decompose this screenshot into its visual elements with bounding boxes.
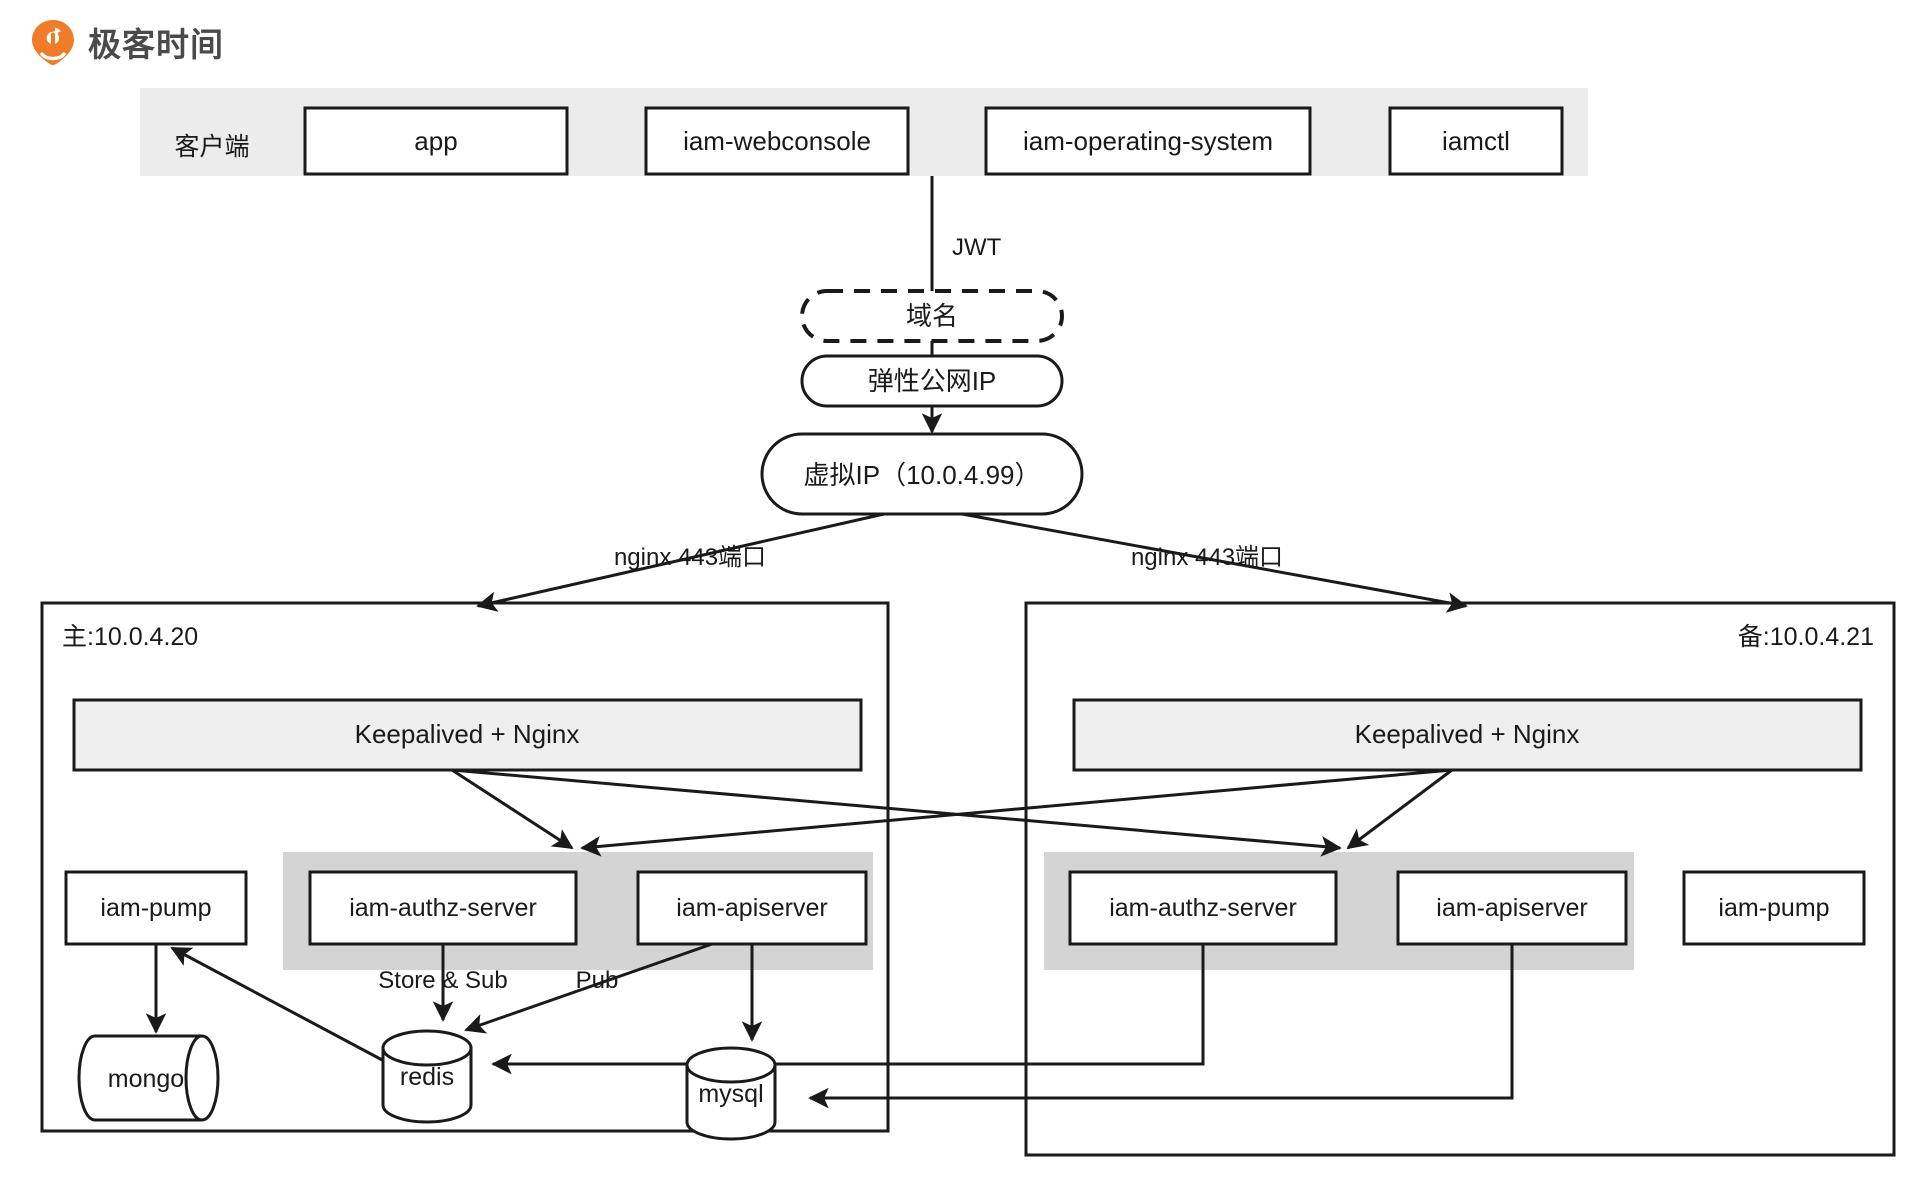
store-mysql[interactable]: mysql: [685, 1046, 777, 1141]
service-label-primary-iam-apiserver: iam-apiserver: [676, 894, 827, 922]
edge-label-jwt: JWT: [952, 234, 1002, 261]
client-label-app: app: [414, 126, 457, 156]
service-box-primary-iam-authz-server[interactable]: [308, 870, 578, 946]
edge-vip-to-backup: [961, 512, 1468, 613]
service-label-primary-iam-pump: iam-pump: [100, 894, 211, 922]
store-label-mysql: mysql: [698, 1080, 763, 1108]
store-label-mongo: mongo: [108, 1065, 184, 1093]
edge-primary-apiserver-to-redis-pub: [464, 942, 713, 1034]
edge-label-nginx-left: nginx 443端口: [614, 544, 766, 571]
service-box-backup-iam-pump[interactable]: [1682, 870, 1866, 946]
gateway-label-backup: Keepalived + Nginx: [1355, 719, 1580, 749]
edge-label-nginx-right: nginx 443端口: [1131, 544, 1283, 571]
node-label-virtual-ip: 虚拟IP（10.0.4.99）: [804, 460, 1041, 490]
edge-vip-to-primary: [476, 512, 885, 612]
edge-label-pub: Pub: [576, 967, 619, 994]
store-label-redis: redis: [400, 1063, 454, 1091]
service-label-backup-iam-authz-server: iam-authz-server: [1109, 894, 1297, 922]
edge-primary-gateway-to-backup-services: [451, 768, 1342, 857]
client-label-iamctl: iamctl: [1442, 126, 1510, 156]
node-label-public-ip: 弹性公网IP: [868, 366, 997, 396]
host-container-backup: [1024, 601, 1896, 1157]
client-label-iam-webconsole: iam-webconsole: [683, 126, 871, 156]
service-box-backup-iam-authz-server[interactable]: [1068, 870, 1338, 946]
service-label-backup-iam-apiserver: iam-apiserver: [1436, 894, 1587, 922]
host-header-primary: 主:10.0.4.20: [62, 623, 198, 651]
edge-backup-gateway-to-primary-services: [580, 768, 1453, 857]
service-box-primary-iam-apiserver[interactable]: [636, 870, 868, 946]
service-label-backup-iam-pump: iam-pump: [1718, 894, 1829, 922]
edge-redis-to-primary-pump: [170, 946, 387, 1064]
brand-name: 极客时间: [88, 25, 224, 64]
service-label-primary-iam-authz-server: iam-authz-server: [349, 894, 537, 922]
edge-backup-apiserver-to-mysql: [808, 944, 1514, 1109]
node-virtual-ip[interactable]: [760, 432, 1084, 516]
brand-logo: 极客时间: [30, 18, 224, 66]
client-box-iam-operating-system[interactable]: [984, 106, 1312, 176]
host-container-primary: [40, 601, 890, 1133]
gateway-box-backup[interactable]: [1072, 698, 1863, 772]
edge-backup-gateway-to-backup-services: [1346, 768, 1453, 850]
client-band-label: 客户端: [174, 133, 249, 161]
edge-primary-gateway-to-primary-services: [451, 768, 574, 850]
client-box-iamctl[interactable]: [1388, 106, 1564, 176]
host-header-backup: 备:10.0.4.21: [1738, 623, 1874, 651]
client-box-app[interactable]: [303, 106, 569, 176]
client-box-iam-webconsole[interactable]: [644, 106, 910, 176]
store-redis[interactable]: redis: [381, 1029, 473, 1124]
client-label-iam-operating-system: iam-operating-system: [1023, 126, 1273, 156]
edge-label-store-sub: Store & Sub: [378, 967, 507, 994]
gateway-label-primary: Keepalived + Nginx: [355, 719, 580, 749]
service-box-backup-iam-apiserver[interactable]: [1396, 870, 1628, 946]
service-box-primary-iam-pump[interactable]: [64, 870, 248, 946]
geek-time-logo-icon: [30, 19, 76, 65]
node-label-domain: 域名: [906, 301, 958, 331]
store-mongo[interactable]: mongo: [77, 1034, 220, 1122]
gateway-box-primary[interactable]: [72, 698, 863, 772]
